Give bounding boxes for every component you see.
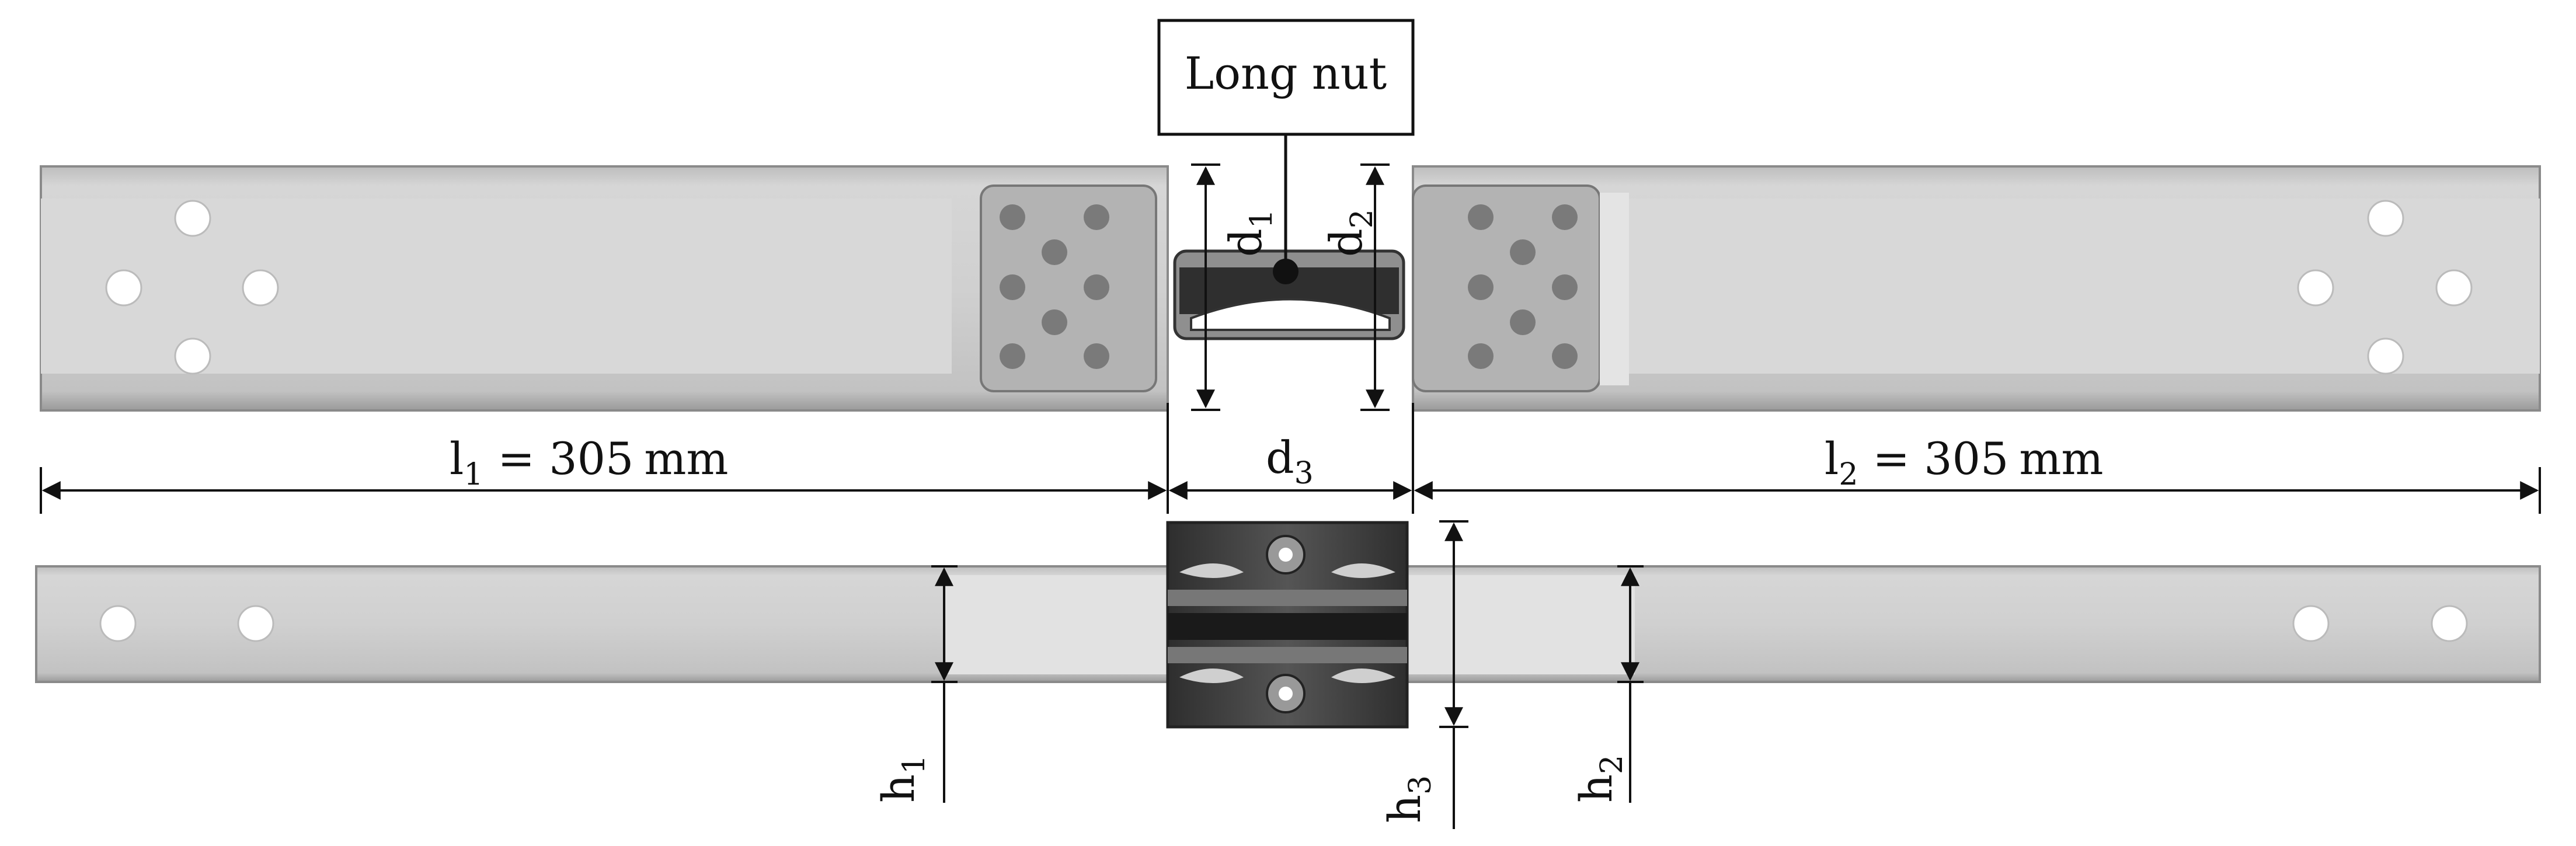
- right-side-insert: [1407, 575, 1635, 674]
- right-plate-edge: [1600, 193, 1629, 385]
- left-plate-dots: [1000, 204, 1109, 369]
- hole: [237, 605, 274, 642]
- hole: [174, 337, 211, 375]
- callout-label: Long nut: [1185, 47, 1387, 99]
- top-view: [40, 165, 2541, 412]
- side-view: [35, 521, 2541, 729]
- hole: [242, 269, 279, 307]
- dim-d2: d2: [1320, 209, 1380, 257]
- dim-h1: h1: [872, 755, 932, 803]
- left-side-insert: [946, 575, 1174, 674]
- hole: [105, 269, 142, 307]
- right-profile-inner: [1629, 199, 2540, 374]
- hole: [99, 605, 137, 642]
- dim-h3: h3: [1378, 775, 1438, 823]
- dim-d3: d3: [1266, 431, 1314, 491]
- hole: [2297, 269, 2334, 307]
- hole: [2435, 269, 2473, 307]
- hole: [2431, 605, 2468, 642]
- hole: [2292, 605, 2330, 642]
- left-holes: [105, 200, 279, 375]
- long-nut-side: [1166, 521, 1409, 729]
- dimension-lines: [40, 163, 2541, 829]
- left-connector-plate: [980, 184, 1157, 392]
- hole: [2367, 337, 2404, 375]
- long-nut-callout: Long nut: [1157, 19, 1415, 284]
- hole: [174, 200, 211, 237]
- right-plate-dots: [1468, 204, 1578, 369]
- dim-d1: d1: [1220, 209, 1279, 257]
- side-holes: [99, 605, 2468, 642]
- dim-h2: h2: [1570, 755, 1630, 803]
- hole: [2367, 200, 2404, 237]
- right-holes: [2297, 200, 2473, 375]
